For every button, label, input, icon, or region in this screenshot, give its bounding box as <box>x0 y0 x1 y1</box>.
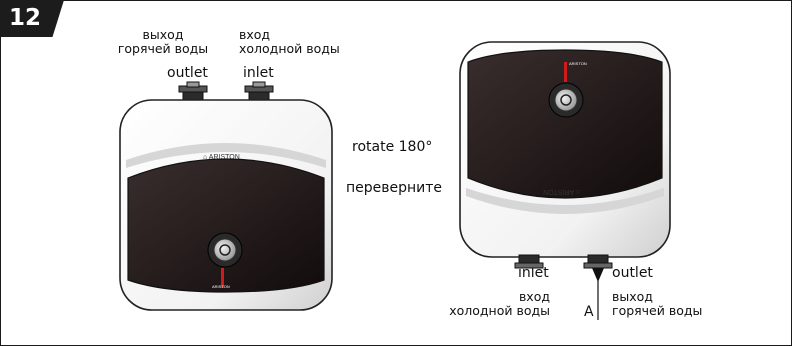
right-red-indicator <box>564 62 567 82</box>
right-heater: ARISTON ⌂ ARISTON <box>459 41 671 320</box>
right-inlet-fitting <box>514 254 544 269</box>
left-cold-label-line2: холодной воды <box>239 41 340 56</box>
left-cold-water-label: вход холодной воды <box>239 28 340 56</box>
right-outlet-label: outlet <box>612 265 653 281</box>
outlet-arrow-icon <box>592 268 604 282</box>
right-hot-label-line2: горячей воды <box>612 303 703 318</box>
right-cold-water-label: вход холодной воды <box>430 290 550 318</box>
right-body-band <box>466 188 664 214</box>
left-brand-logo: ⌂ ARISTON <box>203 154 240 161</box>
left-cold-label-line1: вход <box>239 27 271 42</box>
left-thermostat-knob <box>213 238 237 262</box>
right-brand-logo: ⌂ ARISTON <box>543 188 580 195</box>
left-hot-water-label: выход горячей воды <box>108 28 218 56</box>
left-inlet-label: inlet <box>243 65 274 81</box>
left-heater: ⌂ ARISTON ARISTON <box>119 81 333 311</box>
left-small-logo: ARISTON <box>212 284 230 289</box>
outlet-marker-a: A <box>584 304 594 320</box>
right-outlet-fitting <box>583 254 613 269</box>
left-outlet-label: outlet <box>167 65 208 81</box>
right-inlet-label: inlet <box>518 265 549 281</box>
rotate-label: rotate 180° <box>352 139 433 155</box>
right-front-panel <box>467 49 663 199</box>
right-hot-water-label: выход горячей воды <box>612 290 702 318</box>
left-front-panel <box>127 158 325 293</box>
step-number-badge: 12 <box>0 0 64 37</box>
left-hot-label-line2: горячей воды <box>117 41 209 56</box>
left-red-indicator <box>221 268 224 288</box>
left-body-band <box>126 143 326 168</box>
right-thermostat-knob <box>554 88 578 112</box>
right-cold-label-line2: холодной воды <box>449 303 550 318</box>
right-hot-label-line1: выход <box>612 289 653 304</box>
right-cold-label-line1: вход <box>518 289 550 304</box>
rotate-label-ru: переверните <box>346 180 443 196</box>
right-small-logo: ARISTON <box>569 61 587 66</box>
left-hot-label-line1: выход <box>142 27 184 42</box>
